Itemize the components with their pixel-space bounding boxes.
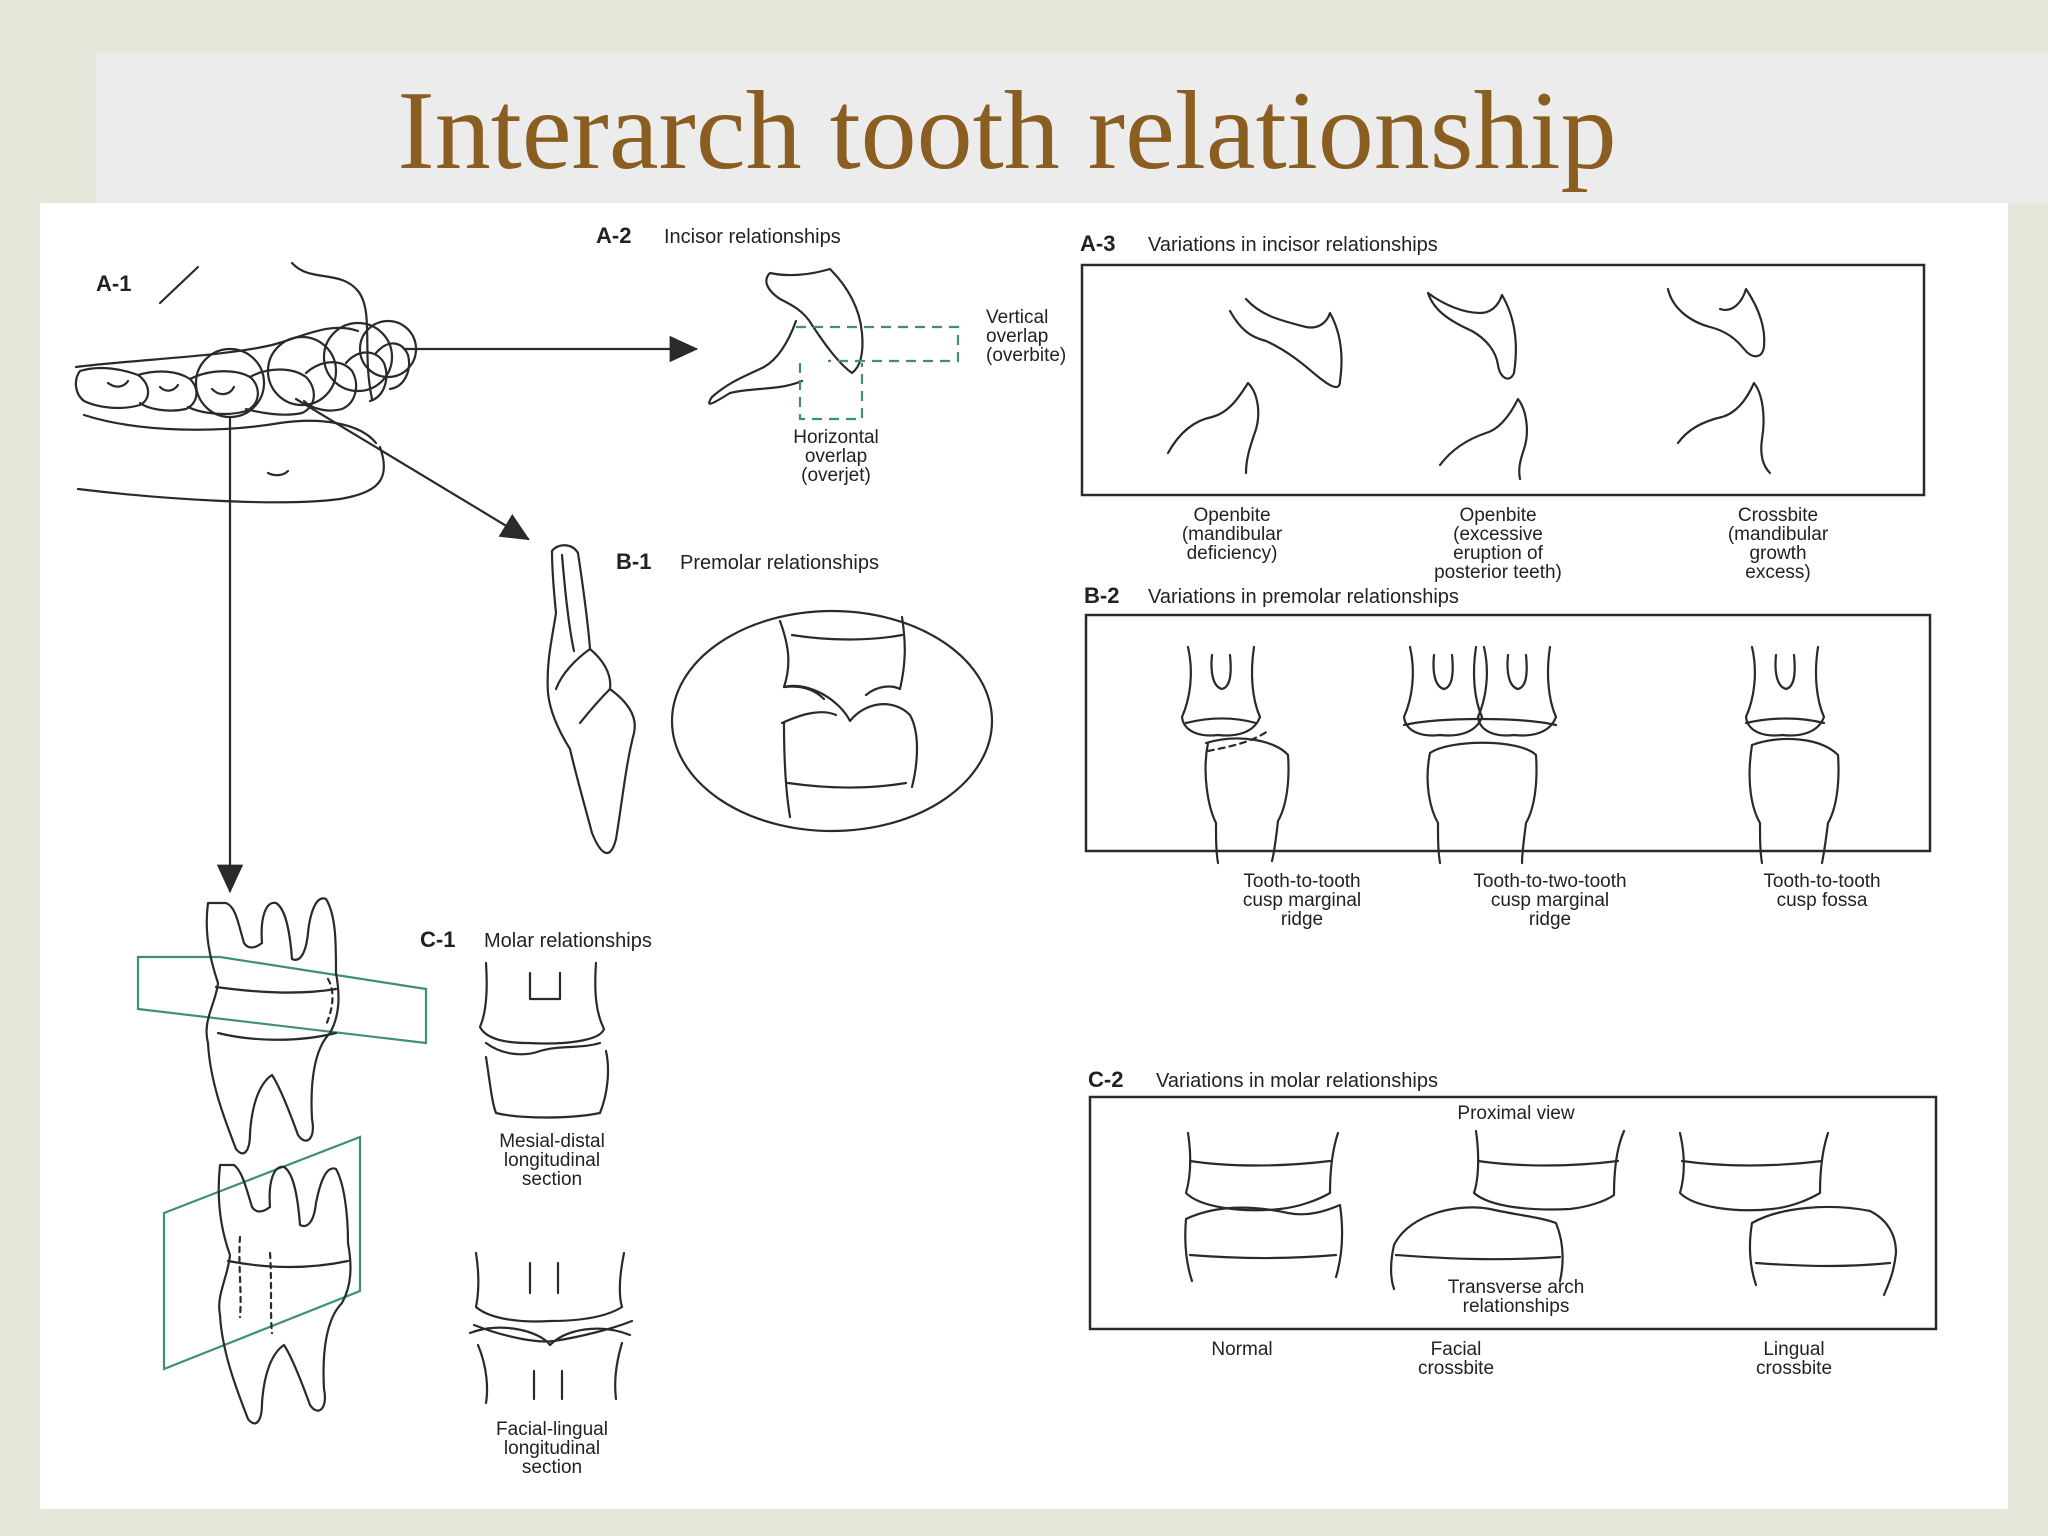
c2-transverse-1: Transverse arch [1448,1277,1585,1298]
c1-code: C-1 [420,927,455,952]
slide-title: Interarch tooth relationship [397,68,1617,193]
dental-figure: A-1 A-2 Incisor relationships [40,203,2008,1509]
a2-vertical-2: overlap [986,326,1048,347]
a2-incisor-relationships: A-2 Incisor relationships Vertical overl… [596,223,1066,486]
a3-caption-2-2: (excessive [1453,524,1543,545]
a1-code: A-1 [96,271,131,296]
a3-caption-2-4: posterior teeth) [1434,562,1562,583]
c2-caption-2-1: Facial [1431,1339,1482,1360]
a3-caption-1-2: (mandibular [1182,524,1283,545]
title-container: Interarch tooth relationship [312,56,1702,206]
a2-heading: Incisor relationships [664,226,841,248]
a3-code: A-3 [1080,231,1115,256]
a3-caption-3-1: Crossbite [1738,505,1818,526]
c2-caption-3-2: crossbite [1756,1358,1832,1379]
b2-caption-1-2: cusp marginal [1243,890,1361,911]
c1-mesial-2: longitudinal [504,1150,600,1171]
c2-frame [1088,1095,1938,1331]
c2-molar-variations: C-2 Variations in molar relationships Pr… [1088,1067,1938,1379]
c2-caption-3-1: Lingual [1763,1339,1824,1360]
b2-code: B-2 [1084,583,1119,608]
c2-code: C-2 [1088,1067,1123,1092]
a3-incisor-variations: A-3 Variations in incisor relationships … [1080,231,1926,583]
c2-proximal: Proximal view [1457,1103,1574,1124]
b2-caption-3-1: Tooth-to-tooth [1763,871,1880,892]
a2-code: A-2 [596,223,631,248]
a2-horizontal-2: overlap [805,446,867,467]
b2-caption-2-2: cusp marginal [1491,890,1609,911]
c2-caption-2-2: crossbite [1418,1358,1494,1379]
c2-heading: Variations in molar relationships [1156,1070,1438,1092]
a3-caption-3-4: excess) [1745,562,1810,583]
a3-caption-3-3: growth [1749,543,1806,564]
c1-mesial-3: section [522,1169,582,1190]
a2-horizontal-1: Horizontal [793,427,879,448]
c1-molar-relationships: C-1 Molar relationships Mesial-distal lo… [136,897,652,1478]
c1-mesial-1: Mesial-distal [499,1131,605,1152]
a3-frame [1080,263,1926,497]
figure-drawing: A-1 A-2 Incisor relationships [74,223,1938,1478]
b2-caption-3-2: cusp fossa [1777,890,1868,911]
b2-premolar-variations: B-2 Variations in premolar relationships [1084,583,1932,930]
b2-heading: Variations in premolar relationships [1148,586,1459,608]
c2-caption-1-1: Normal [1211,1339,1272,1360]
title-band [96,52,2048,204]
a3-heading: Variations in incisor relationships [1148,234,1438,256]
c1-facial-2: longitudinal [504,1438,600,1459]
a3-caption-2-3: eruption of [1453,543,1544,564]
c2-transverse-2: relationships [1463,1296,1570,1317]
b1-code: B-1 [616,549,651,574]
a3-caption-3-2: (mandibular [1728,524,1829,545]
a3-caption-1-1: Openbite [1193,505,1270,526]
c1-facial-1: Facial-lingual [496,1419,608,1440]
b2-caption-2-3: ridge [1529,909,1571,930]
a3-caption-2-1: Openbite [1459,505,1536,526]
c1-facial-3: section [522,1457,582,1478]
a3-caption-1-3: deficiency) [1187,543,1278,564]
b2-caption-1-3: ridge [1281,909,1323,930]
b2-caption-2-1: Tooth-to-two-tooth [1473,871,1626,892]
a2-horizontal-3: (overjet) [801,465,871,486]
b2-caption-1-1: Tooth-to-tooth [1243,871,1360,892]
a2-vertical-3: (overbite) [986,345,1066,366]
a2-vertical-1: Vertical [986,307,1048,328]
c1-heading: Molar relationships [484,930,652,952]
b1-premolar-relationships: B-1 Premolar relationships [546,544,994,855]
b2-frame [1084,613,1932,853]
a1-dental-arch: A-1 [74,261,699,894]
b1-heading: Premolar relationships [680,552,879,574]
